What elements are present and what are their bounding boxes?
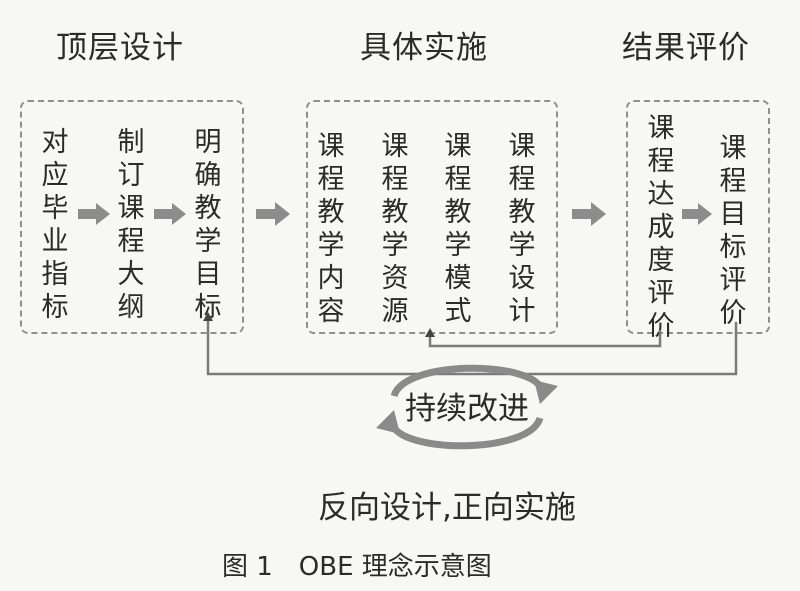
arrow-icon [78, 203, 110, 225]
continuous-improvement-label: 持续改进 [405, 391, 529, 427]
step-teaching-objectives: 明确教学目标 [194, 127, 222, 323]
top-design-box [20, 100, 244, 334]
step-teaching-design: 课程教学设计 [508, 131, 536, 327]
step-achievement-evaluation: 课程达成度评价 [647, 113, 675, 342]
reverse-design-subtitle: 反向设计,正向实施 [318, 490, 576, 526]
step-objective-evaluation: 课程目标评价 [719, 133, 747, 329]
heading-top-design: 顶层设计 [56, 30, 184, 66]
step-teaching-content: 课程教学内容 [317, 131, 345, 327]
arrow-icon [682, 203, 712, 225]
refresh-icon [376, 364, 558, 450]
heading-implementation: 具体实施 [360, 30, 488, 66]
step-course-syllabus: 制订课程大纲 [117, 127, 145, 323]
step-graduation-indicators: 对应毕业指标 [41, 127, 69, 323]
figure-caption: 图 1 OBE 理念示意图 [222, 552, 492, 582]
step-teaching-resources: 课程教学资源 [381, 131, 409, 327]
heading-evaluation: 结果评价 [622, 30, 750, 66]
arrow-icon [256, 202, 290, 226]
arrow-icon [572, 202, 606, 226]
arrow-icon [154, 203, 186, 225]
step-teaching-mode: 课程教学模式 [444, 131, 472, 327]
